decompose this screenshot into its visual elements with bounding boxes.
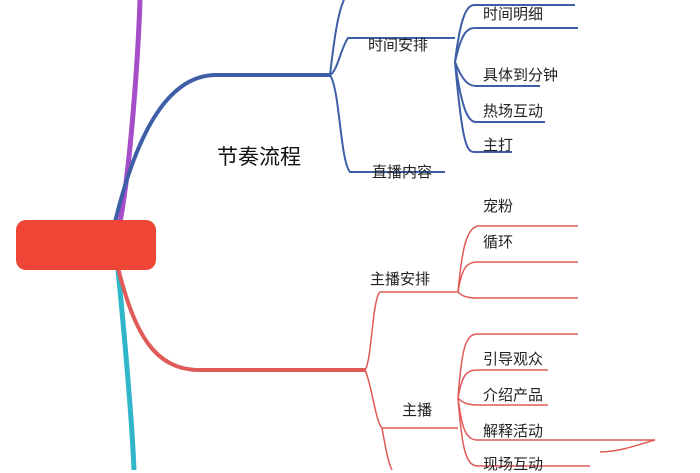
warmup-interaction-label[interactable]: 热场互动 [483, 102, 544, 120]
loop-label[interactable]: 循环 [483, 233, 514, 251]
host-arrangement-line3 [457, 291, 578, 299]
host-connector [364, 369, 458, 429]
explain-activity-subline [599, 439, 656, 453]
time-detail-connector [454, 27, 578, 63]
time-arrangement-label[interactable]: 时间安排 [368, 36, 429, 54]
time-detail-label[interactable]: 时间明细 [483, 5, 544, 23]
to-minute-label[interactable]: 具体到分钟 [483, 66, 559, 84]
root-node[interactable] [16, 220, 156, 270]
blue-branch-line [113, 73, 330, 223]
time-arrangement-branch-top [329, 0, 345, 76]
cyan-branch-line [115, 269, 137, 470]
onsite-interaction-connector [457, 397, 590, 467]
host-arrangement-label[interactable]: 主播安排 [370, 270, 431, 288]
purple-branch-line [117, 0, 143, 223]
main-push-label[interactable]: 主打 [483, 136, 514, 154]
host-line1 [457, 333, 578, 399]
host-arrangement-connector [364, 291, 458, 371]
to-minute-connector [454, 61, 540, 87]
time-arrangement-connector [329, 37, 455, 76]
main-push-connector [454, 61, 512, 153]
top-stub-connector [454, 4, 575, 63]
live-content-connector [329, 74, 445, 173]
onsite-interaction-label[interactable]: 现场互动 [483, 455, 544, 473]
red-branch-line [116, 267, 365, 372]
host-to-bottom-connector [381, 427, 393, 470]
live-content-label[interactable]: 直播内容 [372, 163, 433, 181]
guide-audience-connector [457, 369, 548, 399]
introduce-product-label[interactable]: 介绍产品 [483, 386, 544, 404]
rhythm-flow-label[interactable]: 节奏流程 [217, 145, 301, 169]
introduce-product-connector [457, 397, 548, 406]
explain-activity-label[interactable]: 解释活动 [483, 422, 544, 440]
pet-fans-label[interactable]: 宠粉 [483, 197, 514, 215]
host-arrangement-hub [457, 225, 578, 293]
host-label[interactable]: 主播 [402, 401, 433, 419]
loop-connector [457, 261, 578, 293]
guide-audience-label[interactable]: 引导观众 [483, 350, 544, 368]
